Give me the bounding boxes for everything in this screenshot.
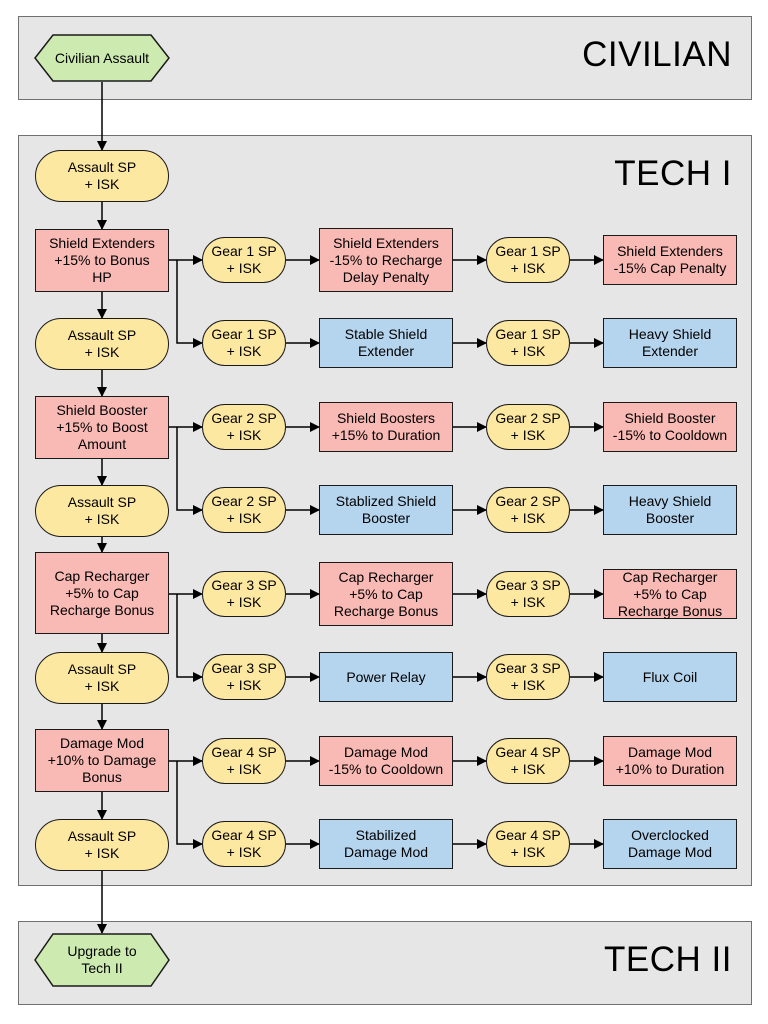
- upgrade-box: Damage Mod +10% to Duration: [603, 736, 737, 786]
- connector-line: [176, 260, 203, 348]
- gear-sp-pill: Gear 3 SP + ISK: [202, 571, 286, 617]
- upgrade-box: Cap Recharger +5% to Cap Recharge Bonus: [603, 569, 737, 619]
- gear-sp-pill: Gear 4 SP + ISK: [202, 738, 286, 784]
- assault-sp-pill: Assault SP + ISK: [35, 652, 169, 704]
- gear-sp-pill: Gear 3 SP + ISK: [486, 571, 570, 617]
- assault-sp-pill: Assault SP + ISK: [35, 485, 169, 537]
- module-box: Stable Shield Extender: [319, 318, 453, 368]
- gear-sp-pill: Gear 2 SP + ISK: [202, 404, 286, 450]
- start-node-label: Civilian Assault: [54, 49, 150, 66]
- connector-line: [176, 427, 203, 515]
- gear-sp-pill: Gear 4 SP + ISK: [486, 738, 570, 784]
- connector-lines: [97, 82, 604, 934]
- assault-sp-pill: Assault SP + ISK: [35, 150, 169, 202]
- hexagon-shape: [34, 933, 170, 987]
- gear-sp-pill: Gear 1 SP + ISK: [486, 320, 570, 366]
- gear-sp-pill: Gear 2 SP + ISK: [202, 487, 286, 533]
- gear-sp-pill: Gear 3 SP + ISK: [202, 654, 286, 700]
- module-box: Power Relay: [319, 652, 453, 702]
- upgrade-box: Shield Extenders -15% to Recharge Delay …: [319, 228, 453, 292]
- tech2-title: TECH II: [604, 940, 732, 979]
- hexagon-shape: [34, 34, 170, 82]
- civilian-title: CIVILIAN: [582, 35, 732, 74]
- gear-sp-pill: Gear 1 SP + ISK: [202, 320, 286, 366]
- gear-sp-pill: Gear 4 SP + ISK: [202, 821, 286, 867]
- assault-sp-pill: Assault SP + ISK: [35, 819, 169, 871]
- gear-sp-pill: Gear 2 SP + ISK: [486, 404, 570, 450]
- upgrade-box: Cap Recharger +5% to Cap Recharge Bonus: [319, 562, 453, 626]
- core-skill-box: Cap Recharger +5% to Cap Recharge Bonus: [35, 552, 169, 634]
- gear-sp-pill: Gear 1 SP + ISK: [486, 237, 570, 283]
- module-box: Heavy Shield Booster: [603, 485, 737, 535]
- upgrade-box: Shield Booster -15% to Cooldown: [603, 402, 737, 452]
- module-box: Heavy Shield Extender: [603, 318, 737, 368]
- upgrade-box: Shield Boosters +15% to Duration: [319, 402, 453, 452]
- end-node: Upgrade to Tech II: [34, 933, 170, 987]
- upgrade-box: Shield Extenders -15% Cap Penalty: [603, 235, 737, 285]
- tech1-title: TECH I: [614, 154, 732, 193]
- core-skill-box: Shield Extenders +15% to Bonus HP: [35, 229, 169, 292]
- connector-line: [176, 761, 203, 849]
- core-skill-box: Shield Booster +15% to Boost Amount: [35, 396, 169, 459]
- gear-sp-pill: Gear 4 SP + ISK: [486, 821, 570, 867]
- connector-line: [176, 594, 203, 682]
- module-box: Stabilized Damage Mod: [319, 819, 453, 869]
- core-skill-box: Damage Mod +10% to Damage Bonus: [35, 729, 169, 792]
- gear-sp-pill: Gear 1 SP + ISK: [202, 237, 286, 283]
- start-node: Civilian Assault: [34, 34, 170, 82]
- end-node-label: Upgrade to Tech II: [67, 943, 137, 976]
- gear-sp-pill: Gear 3 SP + ISK: [486, 654, 570, 700]
- assault-sp-pill: Assault SP + ISK: [35, 318, 169, 370]
- upgrade-box: Damage Mod -15% to Cooldown: [319, 736, 453, 786]
- module-box: Flux Coil: [603, 652, 737, 702]
- gear-sp-pill: Gear 2 SP + ISK: [486, 487, 570, 533]
- module-box: Overclocked Damage Mod: [603, 819, 737, 869]
- module-box: Stablized Shield Booster: [319, 485, 453, 535]
